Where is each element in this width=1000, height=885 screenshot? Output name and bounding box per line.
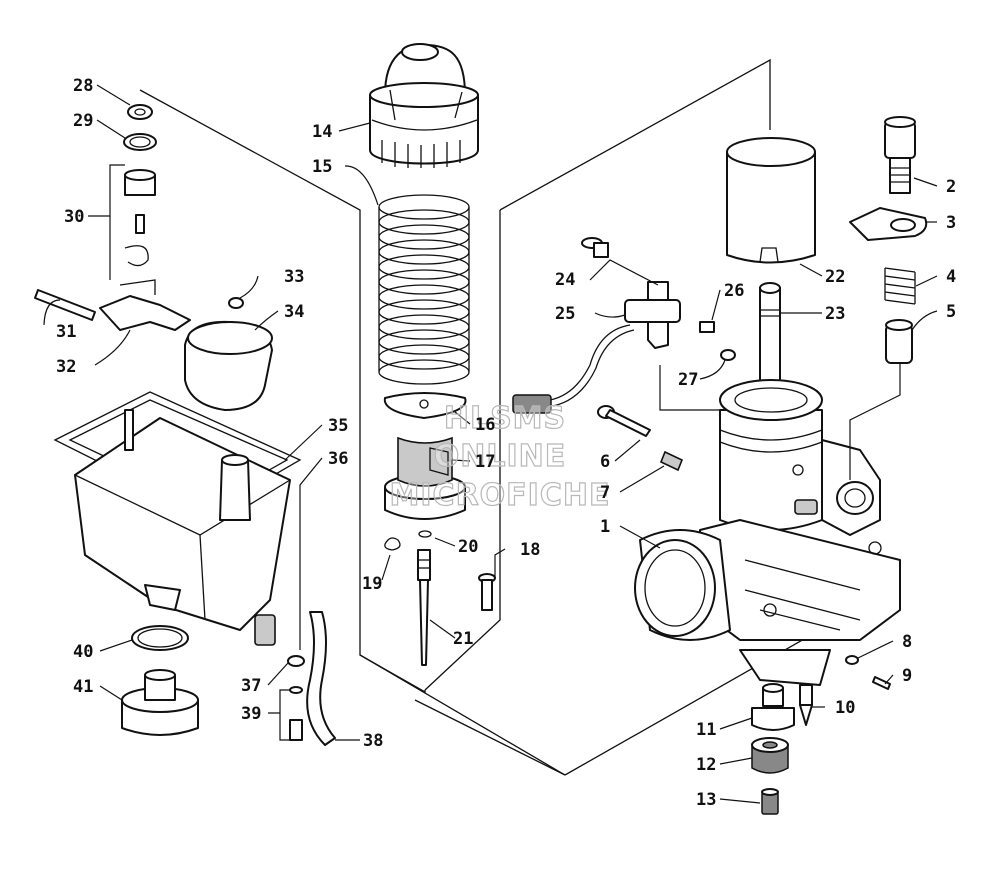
callout-5: 5	[946, 302, 956, 322]
callout-8: 8	[902, 632, 912, 652]
part-27-washer[interactable]	[720, 349, 736, 361]
part-13-jet[interactable]	[761, 788, 779, 815]
part-25-choke-cable[interactable]	[512, 281, 681, 414]
callout-15: 15	[312, 157, 332, 177]
callout-34: 34	[284, 302, 304, 322]
part-9-screw[interactable]	[872, 676, 891, 690]
part-26-screw[interactable]	[699, 321, 715, 333]
callout-31: 31	[56, 322, 76, 342]
part-40-oring[interactable]	[131, 625, 189, 651]
callout-9: 9	[902, 666, 912, 686]
part-35-float-bowl[interactable]	[74, 409, 291, 646]
part-41-drain-plug[interactable]	[121, 669, 199, 736]
callout-17: 17	[475, 452, 495, 472]
callout-1: 1	[600, 517, 610, 537]
callout-23: 23	[825, 304, 845, 324]
callout-41: 41	[73, 677, 93, 697]
part-4-spring[interactable]	[884, 267, 916, 305]
callout-16: 16	[475, 415, 495, 435]
callout-28: 28	[73, 76, 93, 96]
part-1-carburetor-body[interactable]	[634, 379, 901, 686]
callout-39: 39	[241, 704, 261, 724]
part-34-float[interactable]	[184, 320, 273, 411]
part-21-needle[interactable]	[417, 549, 431, 666]
callout-30: 30	[64, 207, 84, 227]
watermark: HLSMS ONLINE MICROFICHE	[389, 400, 611, 513]
callout-33: 33	[284, 267, 304, 287]
part-7-spring[interactable]	[659, 450, 684, 472]
callout-26: 26	[724, 281, 744, 301]
callout-40: 40	[73, 642, 93, 662]
part-18-screw[interactable]	[478, 573, 496, 611]
callout-2: 2	[946, 177, 956, 197]
part-24-screw[interactable]	[581, 237, 609, 258]
callout-22: 22	[825, 267, 845, 287]
callout-18: 18	[520, 540, 540, 560]
part-2-fitting[interactable]	[884, 116, 916, 194]
watermark-line-1: HLSMS	[444, 401, 566, 436]
explode-frame	[139, 58, 821, 776]
part-16-plate[interactable]	[383, 392, 467, 419]
part-10-jet[interactable]	[799, 684, 813, 726]
callout-25: 25	[555, 304, 575, 324]
callout-10: 10	[835, 698, 855, 718]
callout-4: 4	[946, 267, 956, 287]
part-15-spring[interactable]	[378, 194, 470, 385]
part-5-plunger[interactable]	[885, 319, 913, 364]
part-28-washer[interactable]	[127, 104, 153, 120]
part-6-screw[interactable]	[597, 405, 651, 437]
callout-3: 3	[946, 213, 956, 233]
callout-24: 24	[555, 270, 575, 290]
callout-37: 37	[241, 676, 261, 696]
part-37-clamp[interactable]	[287, 655, 305, 667]
callout-20: 20	[458, 537, 478, 557]
callout-38: 38	[363, 731, 383, 751]
part-12-nut[interactable]	[751, 737, 789, 774]
part-11-jet-holder[interactable]	[751, 683, 795, 731]
callout-12: 12	[696, 755, 716, 775]
callout-14: 14	[312, 122, 332, 142]
watermark-line-2: ONLINE	[434, 439, 567, 474]
callout-27: 27	[678, 370, 698, 390]
part-39-screw[interactable]	[289, 686, 303, 741]
callout-36: 36	[328, 449, 348, 469]
leader-lines	[43, 84, 938, 804]
part-14-cap[interactable]	[369, 43, 479, 168]
callout-7: 7	[600, 483, 610, 503]
watermark-line-3: MICROFICHE	[390, 478, 611, 513]
callout-19: 19	[362, 574, 382, 594]
part-32-float-arm[interactable]	[99, 279, 191, 331]
callout-11: 11	[696, 720, 716, 740]
callout-29: 29	[73, 111, 93, 131]
part-8-washer[interactable]	[845, 655, 859, 665]
callout-6: 6	[600, 452, 610, 472]
part-20-washer[interactable]	[418, 530, 432, 538]
part-31-pin[interactable]	[34, 289, 96, 321]
part-3-gasket[interactable]	[849, 207, 928, 241]
part-30-needle-valve[interactable]	[124, 169, 156, 267]
part-17-valve[interactable]	[384, 436, 466, 520]
callout-32: 32	[56, 357, 76, 377]
part-38-drain-hose[interactable]	[306, 611, 336, 746]
callout-numbers: 28 29 30 31 32 33 34 35 36 40 41 37 39 3…	[56, 76, 956, 810]
part-29-oring[interactable]	[123, 133, 157, 151]
part-19-clip[interactable]	[384, 537, 401, 551]
part-22-sleeve[interactable]	[726, 137, 816, 264]
callout-13: 13	[696, 790, 716, 810]
part-33-pin[interactable]	[228, 297, 244, 309]
callout-21: 21	[453, 629, 473, 649]
callout-35: 35	[328, 416, 348, 436]
